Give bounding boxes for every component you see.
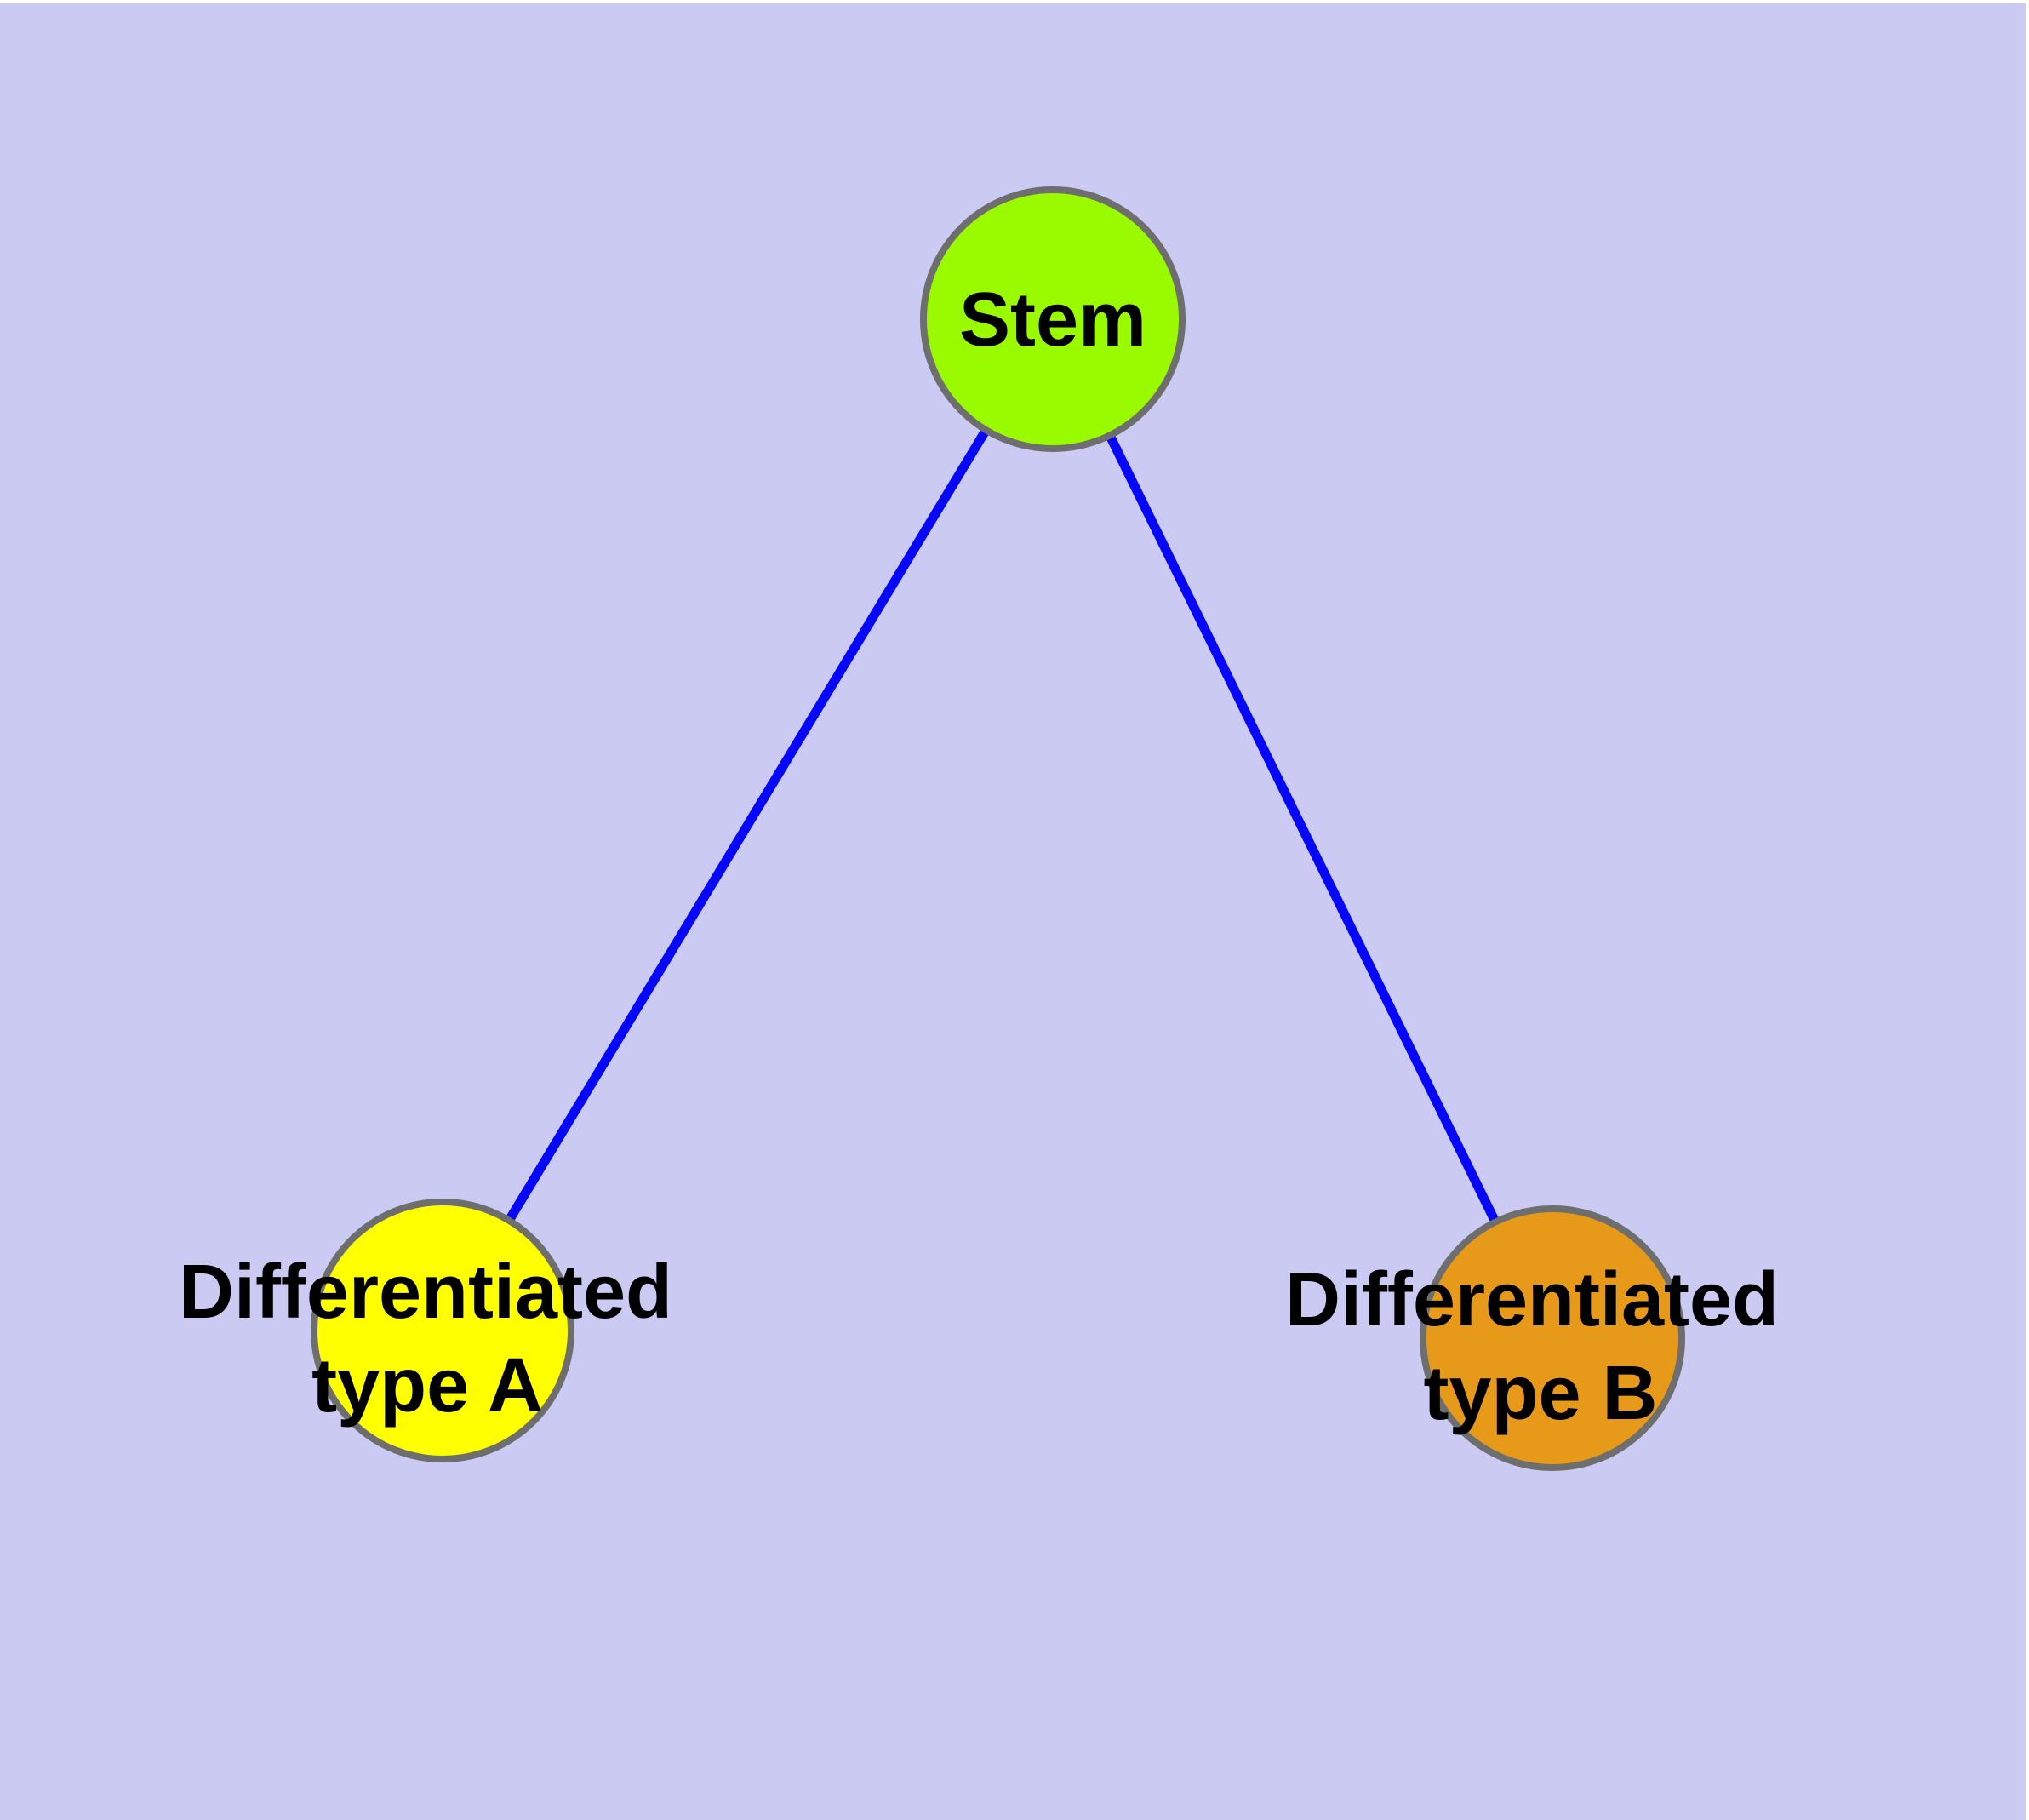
- edge-stem-to-type-b: [1049, 317, 1557, 1341]
- node-stem-circle: [920, 186, 1186, 452]
- node-differentiated-type-b: Differentiated type B: [1285, 1205, 1779, 1471]
- node-stem: Stem: [920, 186, 1186, 452]
- node-differentiated-type-a-label-line2: type A: [311, 1343, 543, 1428]
- node-stem-label: Stem: [959, 278, 1146, 363]
- node-differentiated-type-a-circle: [311, 1199, 574, 1462]
- edge-stem-to-type-a: [438, 317, 1057, 1333]
- node-differentiated-type-b-label-line2: type B: [1423, 1351, 1657, 1436]
- node-differentiated-type-b-circle: [1420, 1205, 1685, 1471]
- node-differentiated-type-a: Differentiated type A: [179, 1199, 672, 1462]
- node-differentiated-type-b-label-line1: Differentiated: [1285, 1257, 1779, 1342]
- node-differentiated-type-a-label-line1: Differentiated: [179, 1250, 672, 1335]
